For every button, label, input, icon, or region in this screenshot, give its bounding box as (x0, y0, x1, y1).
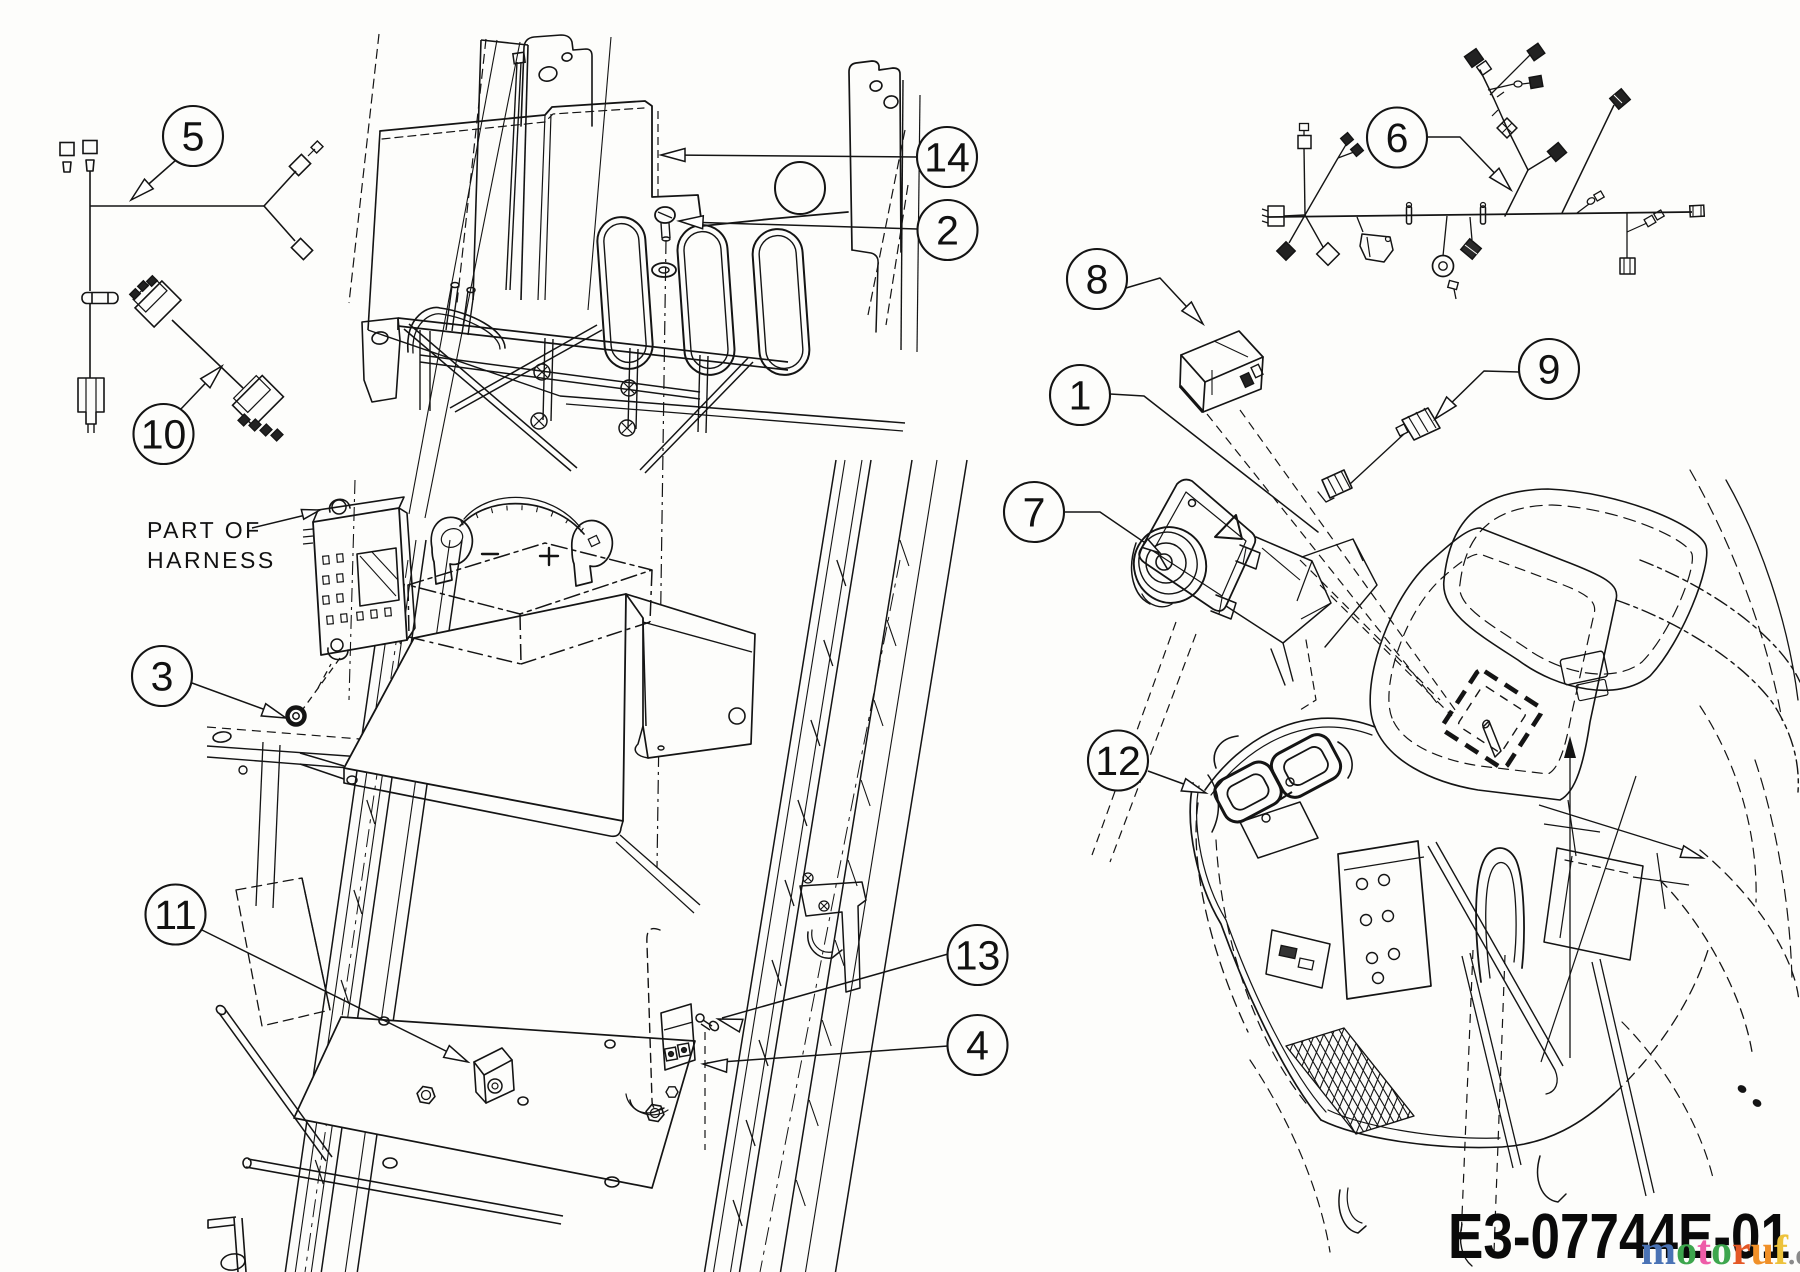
svg-text:1: 1 (1069, 373, 1092, 419)
svg-text:5: 5 (182, 114, 205, 160)
svg-text:3: 3 (151, 654, 174, 700)
svg-text:14: 14 (924, 135, 970, 181)
svg-text:8: 8 (1086, 257, 1109, 303)
svg-text:11: 11 (154, 892, 197, 938)
svg-text:2: 2 (936, 208, 959, 254)
svg-text:7: 7 (1023, 490, 1046, 536)
svg-text:4: 4 (966, 1023, 989, 1069)
svg-text:HARNESS: HARNESS (147, 547, 276, 573)
svg-text:PART OF: PART OF (147, 517, 262, 543)
svg-text:E3-07744E-01: E3-07744E-01 (1448, 1200, 1790, 1272)
svg-text:9: 9 (1538, 347, 1561, 393)
svg-text:10: 10 (141, 412, 187, 458)
svg-text:13: 13 (955, 933, 1001, 979)
svg-text:6: 6 (1386, 115, 1409, 161)
svg-text:motoruf.de: motoruf.de (1641, 1228, 1800, 1272)
svg-text:12: 12 (1095, 738, 1141, 784)
